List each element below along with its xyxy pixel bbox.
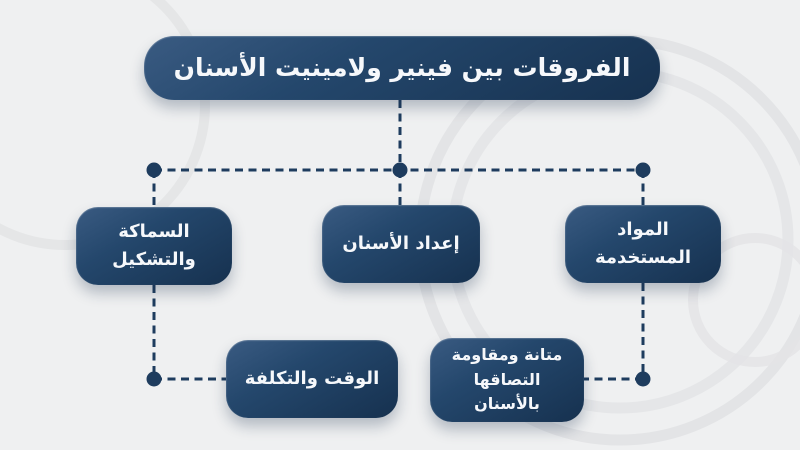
node-thickness-shaping: السماكة والتشكيل [76,207,232,285]
diagram-title: الفروقات بين فينير ولامينيت الأسنان [144,36,660,100]
junction-dot-right [635,162,651,178]
decor-ring-topleft [0,0,210,250]
junction-dot-bottom-right [635,371,651,387]
node-time-cost: الوقت والتكلفة [226,340,398,418]
node-teeth-preparation: إعداد الأسنان [322,205,480,283]
decor-ring-small [688,233,800,367]
junction-dot-bottom-left [146,371,162,387]
node-durability-adhesion: متانة ومقاومة التصاقها بالأسنان [430,338,584,422]
node-materials-used: المواد المستخدمة [565,205,721,283]
junction-dot-center [392,162,408,178]
junction-dot-left [146,162,162,178]
